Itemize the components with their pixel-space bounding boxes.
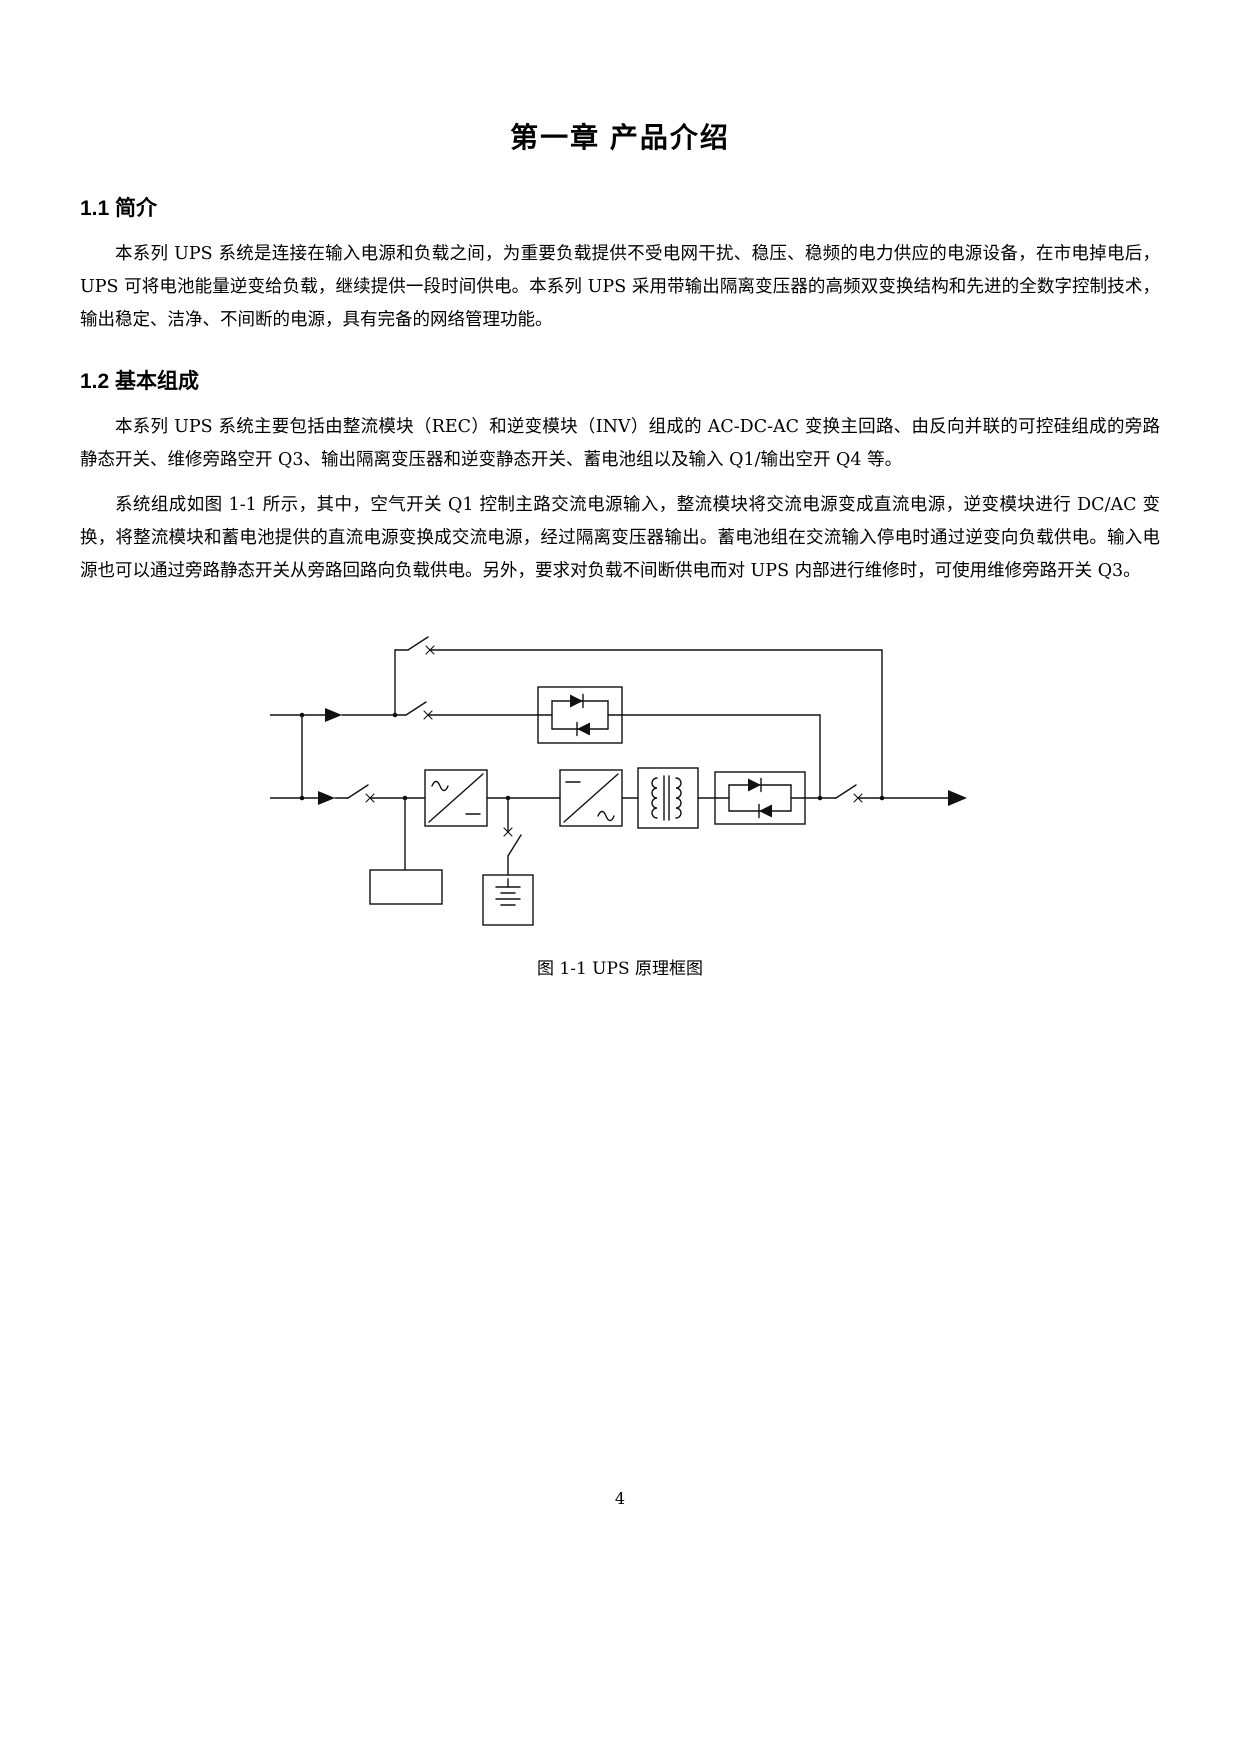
breaker-blade-icon — [507, 834, 522, 857]
paragraph-intro: 本系列 UPS 系统是连接在输入电源和负载之间，为重要负载提供不受电网干扰、稳压… — [80, 244, 1160, 330]
battery-cells-icon — [495, 878, 521, 906]
breaker-x-icon — [503, 827, 513, 837]
thyristor-icon — [570, 694, 583, 708]
paragraph-composition-2: 系统组成如图 1-1 所示，其中，空气开关 Q1 控制主路交流电源输入，整流模块… — [80, 495, 1160, 581]
battery-branch — [482, 797, 534, 926]
aux-box — [369, 797, 443, 905]
thyristor-icon — [748, 778, 761, 792]
section-heading-1-2: 1.2 基本组成 — [80, 370, 200, 393]
bypass-line — [270, 701, 821, 799]
breaker-blade-icon — [405, 701, 427, 716]
ac-wave-icon — [597, 810, 615, 822]
transformer-box — [637, 767, 699, 829]
breaker-blade-icon — [407, 636, 429, 651]
ups-principle-diagram — [270, 636, 967, 926]
main-input-arrow-icon — [318, 791, 335, 805]
figure-1-1: 图 1-1 UPS 原理框图 — [80, 630, 1160, 979]
inverter-box — [559, 769, 623, 827]
chapter-title: 第一章 产品介绍 — [510, 122, 730, 153]
maintenance-bypass-line — [394, 636, 883, 799]
main-line — [270, 784, 967, 806]
figure-caption: 图 1-1 UPS 原理框图 — [537, 959, 703, 979]
section-heading-1-1: 1.1 简介 — [80, 197, 158, 220]
battery-box — [482, 874, 534, 926]
rectifier-box — [424, 769, 488, 827]
paragraph-composition-1: 本系列 UPS 系统主要包括由整流模块（REC）和逆变模块（INV）组成的 AC… — [80, 417, 1160, 470]
ac-wave-icon — [431, 780, 449, 792]
output-arrow-icon — [948, 790, 967, 806]
bypass-input-arrow-icon — [325, 708, 342, 722]
page-number: 4 — [614, 1489, 626, 1508]
thyristor-icon — [759, 804, 772, 818]
breaker-blade-icon — [347, 784, 369, 799]
output-static-switch-box — [714, 771, 806, 825]
document-page: 第一章 产品介绍 1.1 简介 本系列 UPS 系统是连接在输入电源和负载之间，… — [80, 122, 1160, 979]
junction-dots — [299, 712, 885, 801]
bypass-static-switch-box — [537, 686, 623, 744]
winding-icon — [651, 777, 658, 819]
breaker-blade-icon — [835, 784, 857, 799]
winding-icon — [675, 777, 682, 819]
thyristor-icon — [577, 722, 590, 736]
